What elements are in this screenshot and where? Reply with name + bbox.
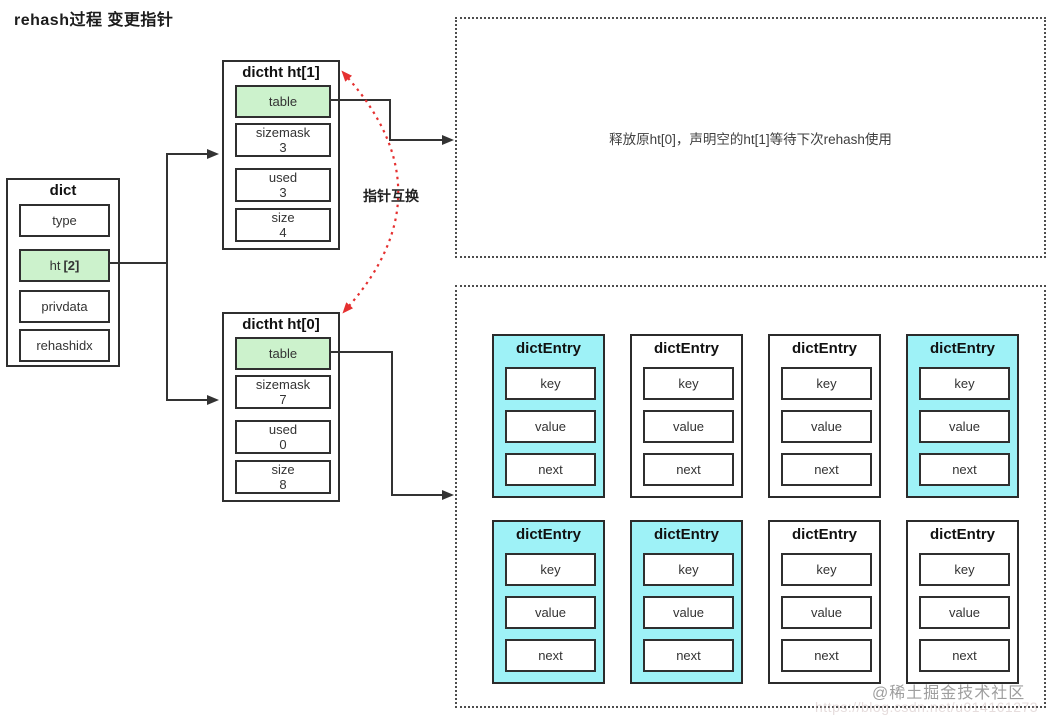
dictentry-box: dictEntry key value next — [630, 520, 743, 684]
entry-field-value: value — [505, 410, 596, 443]
field-label: size — [271, 210, 295, 225]
dictentry-title: dictEntry — [791, 340, 857, 357]
entry-field-next: next — [643, 639, 734, 672]
dictht-ht1-box: dictht ht[1] table sizemask 3 used 3 siz… — [222, 60, 340, 250]
arrow-dict-to-ht1 — [166, 149, 219, 263]
dictentry-box: dictEntry key value next — [492, 334, 605, 498]
ht0-field-table: table — [235, 337, 331, 370]
entry-field-key: key — [505, 553, 596, 586]
dict-field-ht-index: [2] — [63, 258, 80, 273]
field-value: 8 — [279, 477, 287, 492]
entry-field-next: next — [781, 453, 872, 486]
entry-field-key: key — [781, 553, 872, 586]
entry-field-value: value — [643, 410, 734, 443]
dictentry-box: dictEntry key value next — [906, 334, 1019, 498]
watermark: @稀土掘金技术社区 — [872, 685, 1026, 702]
entry-field-key: key — [919, 553, 1010, 586]
entry-field-value: value — [919, 596, 1010, 629]
entry-field-key: key — [505, 367, 596, 400]
dictentry-title: dictEntry — [515, 340, 581, 357]
dictht-ht0-box: dictht ht[0] table sizemask 7 used 0 siz… — [222, 312, 340, 502]
note-dashed-box: 释放原ht[0]，声明空的ht[1]等待下次rehash使用 — [455, 17, 1046, 258]
arrow-ht0-table-to-entries — [329, 351, 454, 500]
field-value: 0 — [279, 437, 287, 452]
entry-field-next: next — [781, 639, 872, 672]
dictentry-box: dictEntry key value next — [630, 334, 743, 498]
dictentry-title: dictEntry — [929, 340, 995, 357]
entry-field-next: next — [919, 639, 1010, 672]
entry-field-value: value — [505, 596, 596, 629]
dict-box: dict type ht [2] privdata rehashidx — [6, 178, 120, 367]
field-label: used — [268, 422, 298, 437]
ht1-field-size: size 4 — [235, 208, 331, 242]
ht1-field-sizemask: sizemask 3 — [235, 123, 331, 157]
field-value: 3 — [279, 140, 287, 155]
arrow-ht1-table-to-note — [329, 99, 454, 145]
field-label: sizemask — [255, 377, 311, 392]
watermark-url: https://blog.csdn.net/u014161273 — [815, 699, 1039, 715]
pointer-swap-label: 指针互换 — [363, 188, 419, 204]
dictentry-box: dictEntry key value next — [768, 520, 881, 684]
dict-field-type: type — [19, 204, 110, 237]
dictentry-title: dictEntry — [653, 526, 719, 543]
field-label: used — [268, 170, 298, 185]
dictentry-box: dictEntry key value next — [492, 520, 605, 684]
field-label: size — [271, 462, 295, 477]
dictht-ht0-title: dictht ht[0] — [242, 316, 320, 333]
field-value: 7 — [279, 392, 287, 407]
ht0-field-used: used 0 — [235, 420, 331, 454]
dict-field-ht: ht [2] — [19, 249, 110, 282]
entry-field-key: key — [643, 367, 734, 400]
ht0-field-sizemask: sizemask 7 — [235, 375, 331, 409]
entry-field-key: key — [781, 367, 872, 400]
dictentry-box: dictEntry key value next — [768, 334, 881, 498]
dict-field-ht-label: ht — [49, 258, 61, 273]
dictht-ht1-title: dictht ht[1] — [242, 64, 320, 81]
page-title: rehash过程 变更指针 — [14, 12, 174, 29]
field-value: 4 — [279, 225, 287, 240]
ht0-field-size: size 8 — [235, 460, 331, 494]
entry-field-key: key — [643, 553, 734, 586]
entry-field-next: next — [643, 453, 734, 486]
entry-field-key: key — [919, 367, 1010, 400]
note-text: 释放原ht[0]，声明空的ht[1]等待下次rehash使用 — [609, 131, 892, 147]
dict-field-rehashidx: rehashidx — [19, 329, 110, 362]
ht1-field-used: used 3 — [235, 168, 331, 202]
dict-title: dict — [49, 182, 77, 199]
entry-field-value: value — [643, 596, 734, 629]
entry-field-next: next — [919, 453, 1010, 486]
dictentry-title: dictEntry — [653, 340, 719, 357]
entry-field-value: value — [919, 410, 1010, 443]
dictentry-box: dictEntry key value next — [906, 520, 1019, 684]
dictentry-title: dictEntry — [791, 526, 857, 543]
entry-field-value: value — [781, 410, 872, 443]
ht1-field-table: table — [235, 85, 331, 118]
field-value: 3 — [279, 185, 287, 200]
entry-field-value: value — [781, 596, 872, 629]
dict-field-privdata: privdata — [19, 290, 110, 323]
field-label: sizemask — [255, 125, 311, 140]
dictentry-title: dictEntry — [929, 526, 995, 543]
entry-field-next: next — [505, 453, 596, 486]
arrow-dict-to-ht0 — [166, 263, 219, 405]
dictentry-title: dictEntry — [515, 526, 581, 543]
entry-field-next: next — [505, 639, 596, 672]
